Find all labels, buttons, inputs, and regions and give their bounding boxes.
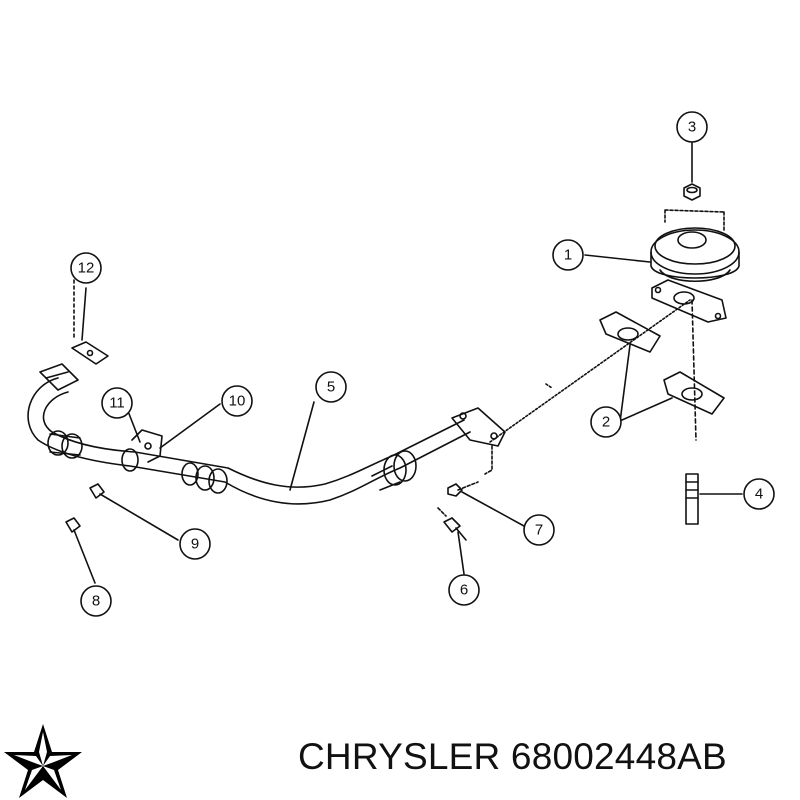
callout-12: 12 — [70, 252, 102, 284]
gasket-lower — [663, 371, 725, 415]
callout-12-label: 12 — [78, 260, 95, 277]
fastener-8 — [65, 517, 81, 533]
valve-centerline — [489, 299, 691, 443]
callout-7: 7 — [523, 514, 555, 546]
callout-4-label: 4 — [755, 486, 763, 503]
tube-clamp — [371, 450, 417, 491]
bolt-6 — [437, 507, 467, 541]
callout-9: 9 — [179, 528, 211, 560]
callout-3-label: 3 — [688, 119, 696, 136]
callouts: 1 2 3 4 5 6 7 — [70, 111, 775, 617]
stud — [685, 473, 699, 525]
callout-6: 6 — [448, 574, 480, 606]
callout-1-label: 1 — [564, 247, 572, 264]
callout-2-label: 2 — [602, 414, 610, 431]
fastener-9 — [89, 483, 105, 499]
callout-5-label: 5 — [327, 379, 335, 396]
callout-9-label: 9 — [191, 536, 199, 553]
nut — [683, 183, 701, 201]
tube-left-fitting — [39, 363, 79, 391]
brand-name: CHRYSLER — [298, 736, 501, 777]
bellows-left — [47, 430, 83, 459]
callout-5: 5 — [315, 371, 347, 403]
callout-10: 10 — [221, 385, 253, 417]
brand-part-number: CHRYSLER 68002448AB — [298, 736, 727, 778]
part-number: 68002448AB — [510, 736, 727, 777]
egr-valve — [650, 209, 740, 441]
callout-7-label: 7 — [535, 522, 543, 539]
tube-flange-right — [451, 407, 506, 447]
callout-3: 3 — [676, 111, 708, 143]
tube-gasket-12 — [71, 341, 109, 365]
bolt-7 — [447, 481, 479, 497]
egr-tube — [27, 363, 506, 505]
bellows-middle — [121, 448, 228, 494]
pentastar-logo-icon — [4, 724, 82, 798]
callout-10-label: 10 — [229, 393, 246, 410]
leader-lines — [73, 142, 743, 584]
callout-1: 1 — [552, 239, 584, 271]
callout-2: 2 — [590, 406, 622, 438]
callout-6-label: 6 — [460, 582, 468, 599]
callout-4: 4 — [743, 478, 775, 510]
gasket-upper — [599, 311, 661, 353]
callout-11-label: 11 — [109, 395, 125, 412]
callout-11: 11 — [101, 387, 133, 419]
callout-8: 8 — [80, 585, 112, 617]
callout-8-label: 8 — [92, 593, 100, 610]
tube-bracket — [131, 429, 163, 463]
